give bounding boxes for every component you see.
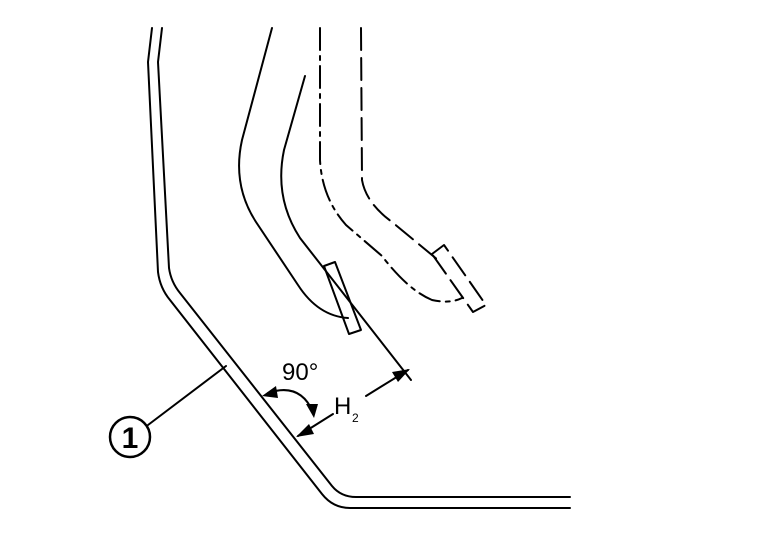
dimension-label: H xyxy=(334,393,351,420)
pedal-pad xyxy=(323,261,362,335)
pedal-pad-depressed xyxy=(431,244,487,313)
angle-label: 90° xyxy=(282,359,318,386)
dimension-subscript: 2 xyxy=(352,411,359,425)
callout-number: 1 xyxy=(122,422,139,455)
dimension-h2: H 2 xyxy=(296,369,410,437)
callout-1: 1 xyxy=(108,365,227,459)
angle-indicator: 90° xyxy=(262,359,318,418)
pedal-arm-solid xyxy=(238,27,412,381)
pedal-arm-dashed xyxy=(319,27,487,313)
floor-panel xyxy=(147,27,571,509)
